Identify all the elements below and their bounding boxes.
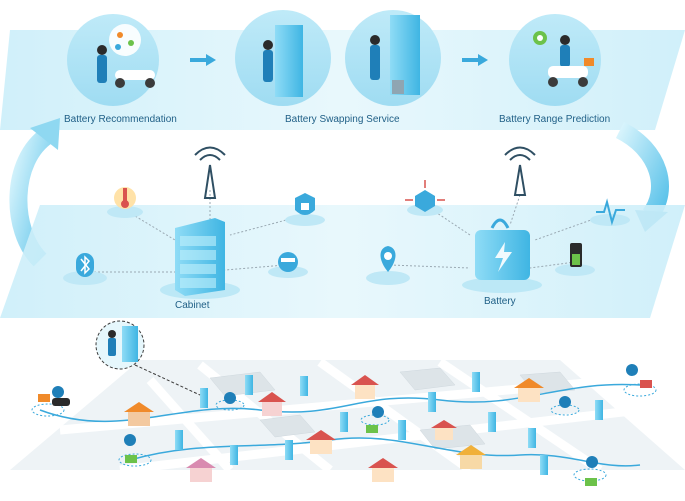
meter-gauge-icon xyxy=(268,252,308,278)
top-stage xyxy=(0,10,685,130)
rider-marker xyxy=(550,396,580,416)
house xyxy=(368,458,398,482)
cabinet-device xyxy=(160,218,240,299)
cabinet-swap-icon xyxy=(263,15,420,97)
heartbeat-icon xyxy=(590,198,630,226)
city-map xyxy=(10,320,685,486)
cabinet-label: Cabinet xyxy=(175,300,210,311)
battery-recommendation-label: Battery Recommendation xyxy=(64,114,177,125)
battery-device xyxy=(462,218,542,293)
rider-marker xyxy=(623,364,657,397)
house xyxy=(431,420,457,440)
scooter-route-icon xyxy=(533,31,594,87)
rider-with-map-icon xyxy=(97,24,155,88)
location-pin-icon xyxy=(366,246,410,285)
step-battery-range xyxy=(509,14,601,106)
middle-stage xyxy=(0,146,685,318)
house xyxy=(258,392,286,416)
shield-lock-icon xyxy=(285,193,325,226)
rider-marker xyxy=(31,386,70,417)
house xyxy=(456,445,486,469)
house xyxy=(186,458,216,482)
gyroscope-icon xyxy=(405,180,445,216)
battery-level-icon xyxy=(555,243,595,276)
thermometer-icon xyxy=(107,187,143,218)
step-battery-swapping xyxy=(235,10,441,106)
battery-range-label: Battery Range Prediction xyxy=(499,114,611,125)
signal-tower-icon-battery xyxy=(504,146,536,196)
signal-tower-icon xyxy=(194,146,226,199)
arrow-2 xyxy=(462,54,488,66)
rider-marker xyxy=(573,456,607,486)
rider-marker xyxy=(215,392,245,411)
house xyxy=(351,375,379,399)
house xyxy=(514,378,544,402)
arrow-1 xyxy=(190,54,216,66)
step-battery-recommendation xyxy=(67,14,159,106)
house xyxy=(306,430,336,454)
house xyxy=(124,402,154,426)
zoom-callout xyxy=(95,320,201,396)
battery-label: Battery xyxy=(484,296,516,307)
rider-marker xyxy=(360,406,390,433)
bluetooth-icon xyxy=(63,253,107,285)
rider-marker xyxy=(118,434,152,467)
battery-swapping-label: Battery Swapping Service xyxy=(285,114,400,125)
